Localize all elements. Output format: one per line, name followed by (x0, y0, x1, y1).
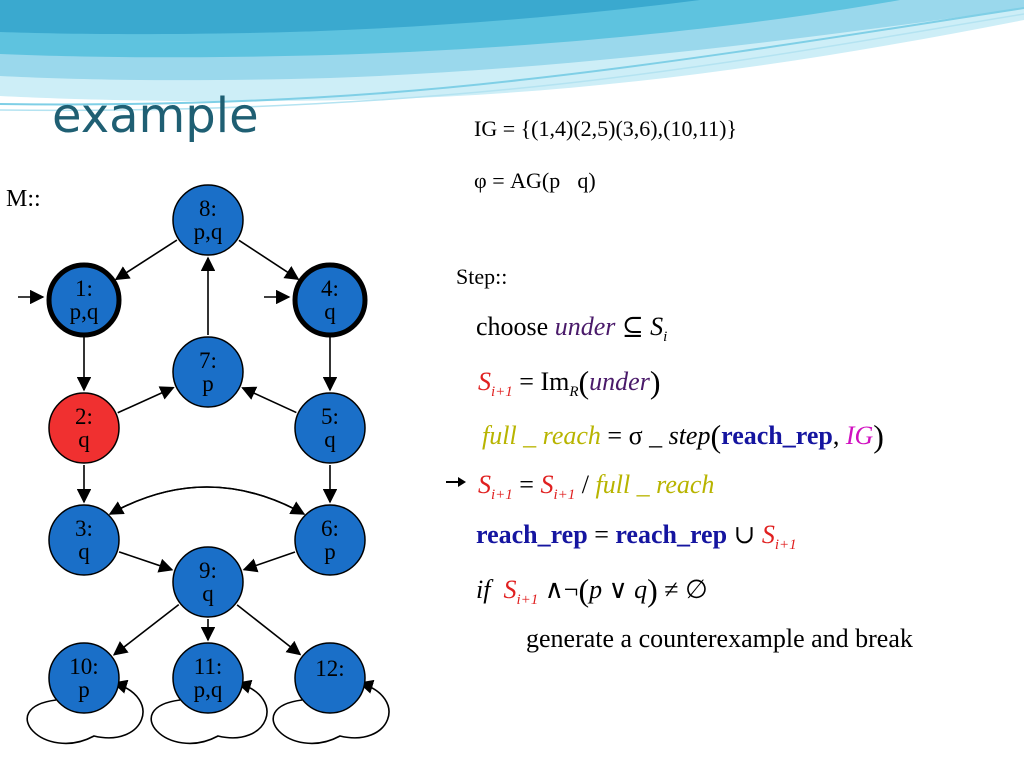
state-circle-2 (48, 392, 120, 464)
state-node-4: 4:q (264, 262, 368, 338)
state-props-9: q (202, 581, 214, 606)
state-circle-5 (294, 392, 366, 464)
state-props-3: q (78, 539, 90, 564)
state-label-2: 2: (75, 404, 93, 429)
state-props-6: p (324, 539, 336, 564)
state-circle-4 (292, 262, 368, 338)
phi-definition: φ = AG(pq) (474, 168, 596, 193)
edge-8-4 (238, 239, 300, 280)
state-node-1: 1:p,q (18, 262, 122, 338)
state-circle-7 (172, 336, 244, 408)
state-label-3: 3: (75, 516, 93, 541)
state-circle-11 (172, 642, 244, 714)
state-circle-3 (48, 504, 120, 576)
state-props-4: q (324, 299, 336, 324)
state-label-6: 6: (321, 516, 339, 541)
state-node-11: 11:p,q (172, 642, 244, 714)
algo-line-full-reach: full _ reach = σ _ step(reach_rep, IG) (482, 418, 884, 454)
edge-9-10 (112, 604, 180, 656)
self-loop-10 (26, 679, 144, 745)
algo-line-if: if Si+1 ∧¬(p ∨ q) ≠ ∅ (476, 572, 708, 608)
edge-9-12 (236, 604, 302, 656)
state-node-7: 7:p (172, 336, 244, 408)
model-label: M:: (6, 186, 41, 212)
algo-line-reach-rep: reach_rep = reach_rep ∪ Si+1 (476, 520, 797, 553)
state-circle-10 (48, 642, 120, 714)
state-circle-8 (172, 184, 244, 256)
state-label-7: 7: (199, 348, 217, 373)
state-props-1: p,q (70, 299, 99, 324)
state-node-10: 10:p (48, 642, 120, 714)
state-props-2: q (78, 427, 90, 452)
state-label-5: 5: (321, 404, 339, 429)
state-label-4: 4: (321, 276, 339, 301)
state-props-5: q (324, 427, 336, 452)
self-loop-11 (150, 679, 268, 745)
algo-line-choose: choose under ⊆ Si (476, 312, 668, 345)
algo-line-subtract: Si+1 = Si+1 / full _ reach (478, 470, 715, 503)
state-node-6: 6:p (294, 504, 366, 576)
state-circle-12 (294, 642, 366, 714)
state-node-12: 12: (294, 642, 366, 714)
edge-2-7 (117, 386, 175, 414)
state-circle-1 (46, 262, 122, 338)
state-label-9: 9: (199, 558, 217, 583)
state-node-2: 2:q (48, 392, 120, 464)
slide-title: example (52, 88, 259, 144)
state-circle-9 (172, 546, 244, 618)
edge-3-9 (118, 551, 174, 573)
state-props-11: p,q (194, 677, 223, 702)
kripke-structure-graph: 8:p,q1:p,q4:q7:p2:q5:q3:q6:p9:q10:p11:p,… (18, 184, 390, 745)
state-node-9: 9:q (172, 546, 244, 618)
step-label: Step:: (456, 264, 508, 289)
ig-definition: IG = {(1,4)(2,5)(3,6),(10,11)} (474, 116, 738, 141)
current-step-pointer-icon (446, 472, 468, 497)
state-props-10: p (78, 677, 90, 702)
edge-8-1 (114, 239, 178, 281)
state-node-3: 3:q (48, 504, 120, 576)
edge-5-7 (241, 386, 297, 414)
state-props-8: p,q (194, 219, 223, 244)
algo-line-generate: generate a counterexample and break (526, 624, 913, 653)
state-label-10: 10: (69, 654, 98, 679)
state-label-12: 12: (315, 656, 344, 681)
edge-6-3 (108, 486, 305, 515)
edge-6-9 (242, 551, 296, 573)
state-props-7: p (202, 371, 214, 396)
state-label-1: 1: (75, 276, 93, 301)
state-circle-6 (294, 504, 366, 576)
algo-line-image: Si+1 = ImR(under) (478, 364, 661, 400)
state-node-5: 5:q (294, 392, 366, 464)
self-loop-12 (272, 679, 390, 745)
state-node-8: 8:p,q (172, 184, 244, 256)
state-label-11: 11: (194, 654, 223, 679)
state-label-8: 8: (199, 196, 217, 221)
